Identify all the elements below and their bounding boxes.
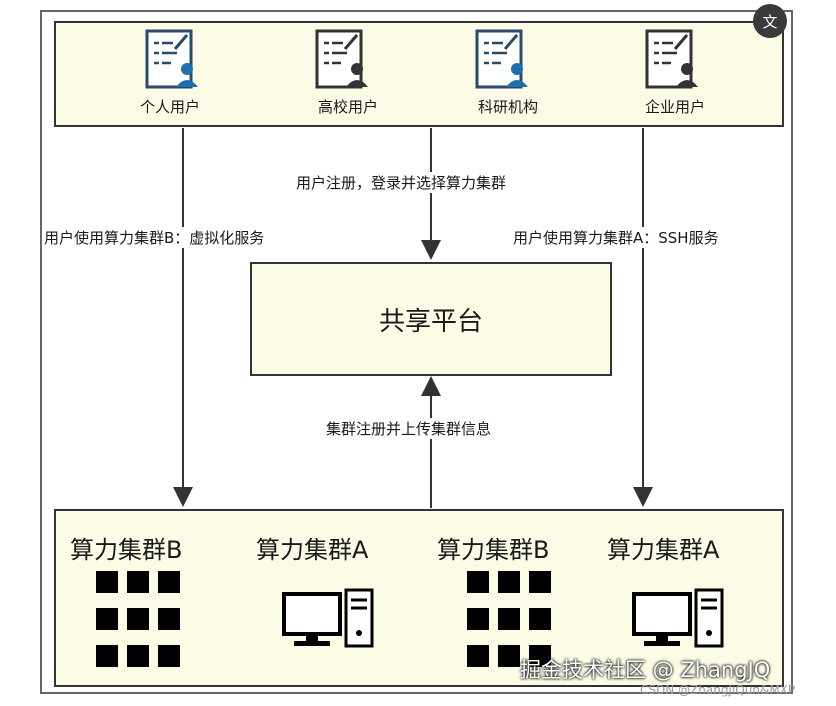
user-label-personal: 个人用户: [139, 98, 200, 116]
diagram-frame: [40, 10, 793, 694]
university-user-icon: [315, 29, 368, 89]
server-grid-icon: [467, 571, 551, 667]
translate-icon: 文: [762, 12, 778, 31]
cluster-label-a-1: 算力集群A: [256, 536, 369, 564]
use-cluster-a-label: 用户使用算力集群A：SSH服务: [513, 227, 719, 248]
personal-user-icon: [145, 29, 198, 89]
translate-button[interactable]: 文: [753, 4, 787, 38]
cluster-label-b-1: 算力集群B: [70, 536, 183, 564]
user-label-university: 高校用户: [317, 98, 378, 116]
register-flow-label: 用户注册，登录并选择算力集群: [296, 172, 507, 193]
computer-icon: [282, 588, 374, 648]
shared-platform-label: 共享平台: [378, 306, 483, 337]
computer-icon: [632, 588, 724, 648]
research-institute-icon: [475, 29, 528, 89]
enterprise-user-icon: [645, 29, 698, 89]
upload-flow-label: 集群注册并上传集群信息: [326, 418, 492, 439]
cluster-label-b-2: 算力集群B: [437, 536, 550, 564]
use-cluster-b-label: 用户使用算力集群B：虚拟化服务: [44, 227, 265, 248]
user-label-research: 科研机构: [477, 98, 538, 116]
cluster-label-a-2: 算力集群A: [607, 536, 720, 564]
shared-platform-box: 共享平台: [250, 262, 612, 376]
watermark-main: 掘金技术社区 @ ZhangJQ: [520, 658, 771, 682]
user-label-enterprise: 企业用户: [644, 98, 705, 116]
watermark-small: CSDN @ZhangJiQun&MXP: [640, 683, 796, 697]
server-grid-icon: [96, 571, 180, 667]
